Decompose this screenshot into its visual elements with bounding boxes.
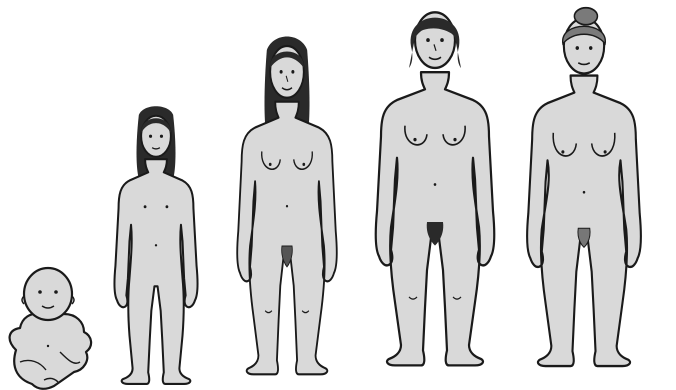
older-woman-figure-icon <box>527 8 641 366</box>
teen-figure-icon <box>237 37 337 375</box>
woman-figure-icon <box>376 12 495 365</box>
girl-figure-icon <box>114 106 197 384</box>
infant-figure-icon <box>10 268 91 389</box>
